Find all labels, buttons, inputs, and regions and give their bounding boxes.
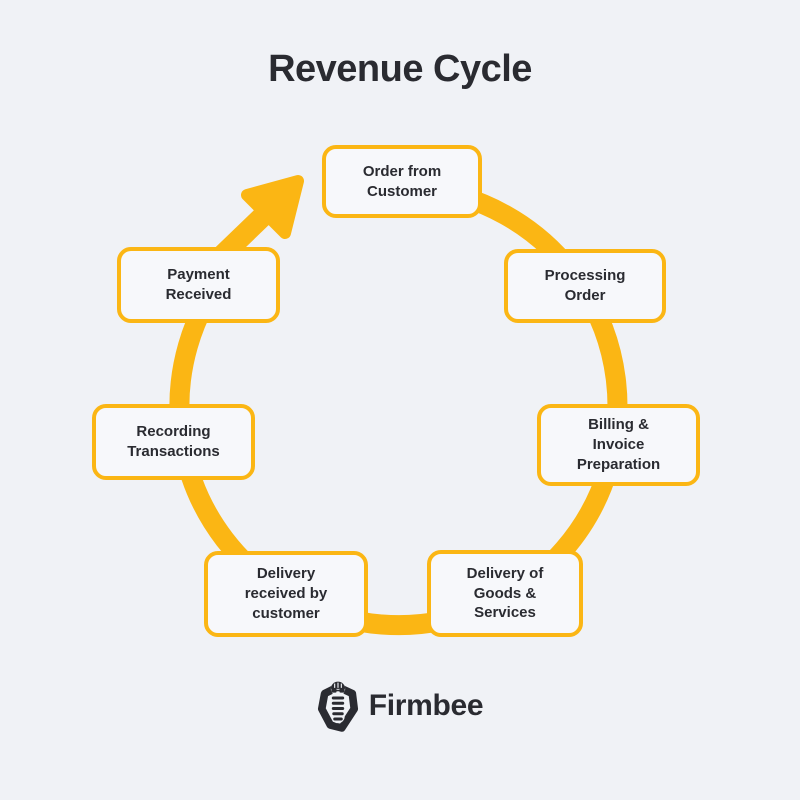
step-label: Recording Transactions bbox=[127, 423, 220, 460]
brand-name: Firmbee bbox=[368, 689, 484, 722]
step-box-billing-invoice-preparation: Billing & Invoice Preparation bbox=[537, 404, 700, 486]
step-box-recording-transactions: Recording Transactions bbox=[92, 404, 255, 480]
page-title: Revenue Cycle bbox=[268, 48, 532, 90]
step-box-order-from-customer: Order from Customer bbox=[322, 145, 482, 218]
step-box-delivery-received-by-customer: Delivery received by customer bbox=[204, 551, 368, 637]
cycle-arrow-head-icon bbox=[241, 175, 304, 239]
step-label: Billing & Invoice Preparation bbox=[576, 416, 661, 473]
step-box-processing-order: Processing Order bbox=[504, 249, 666, 323]
step-label: Delivery received by customer bbox=[244, 565, 328, 622]
step-label: Payment Received bbox=[165, 266, 232, 303]
step-box-payment-received: Payment Received bbox=[117, 247, 280, 323]
step-label: Delivery of Goods & Services bbox=[466, 564, 544, 622]
step-box-delivery-of-goods-services: Delivery of Goods & Services bbox=[427, 550, 583, 637]
firmbee-bee-icon bbox=[317, 681, 358, 732]
step-label: Processing Order bbox=[544, 267, 626, 304]
step-label: Order from Customer bbox=[362, 162, 442, 200]
brand-footer: Firmbee bbox=[0, 680, 800, 732]
